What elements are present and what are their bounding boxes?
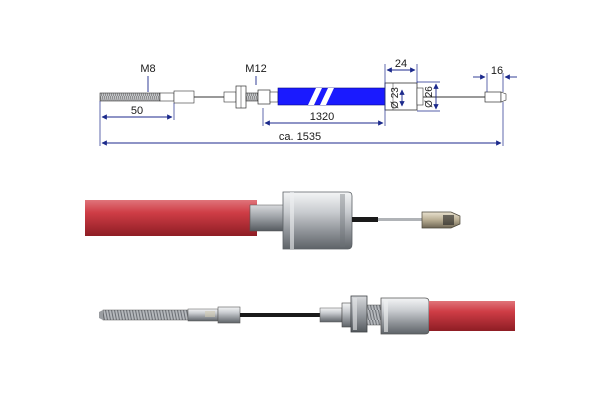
adjuster-with-nut — [319, 295, 430, 335]
label-length-total: ca. 1535 — [279, 131, 321, 143]
metal-end-sleeve — [249, 191, 353, 250]
photo-conduit-end — [85, 191, 461, 250]
red-cable-sheath — [85, 200, 257, 236]
red-cable-sheath-lower — [429, 301, 515, 331]
end-sleeve-drawing — [384, 82, 507, 111]
label-length-thread: 50 — [131, 105, 143, 117]
label-diameter-outer: Ø 26 — [424, 86, 435, 108]
label-diameter-inner: Ø 23 — [390, 87, 401, 109]
inner-cable-wire — [352, 217, 422, 222]
technical-drawing: M8 M12 50 1320 ca. 1535 24 16 Ø 23 Ø 26 — [99, 58, 517, 146]
label-length-end-nipple: 16 — [491, 65, 503, 77]
label-thread-large: M12 — [245, 63, 266, 75]
threaded-rod-drawing — [99, 90, 226, 104]
dimension-lines — [101, 67, 517, 146]
label-width-sleeve: 24 — [395, 58, 407, 70]
label-thread-small: M8 — [140, 63, 155, 75]
adjuster-nut-drawing — [223, 85, 279, 109]
conduit-drawing — [277, 87, 386, 106]
threaded-rod — [99, 306, 241, 324]
cable-end-nipple — [421, 211, 461, 229]
inner-cable-black — [240, 313, 335, 317]
label-length-conduit: 1320 — [310, 111, 334, 123]
extension-lines — [99, 64, 504, 146]
photo-threaded-end — [99, 295, 515, 335]
